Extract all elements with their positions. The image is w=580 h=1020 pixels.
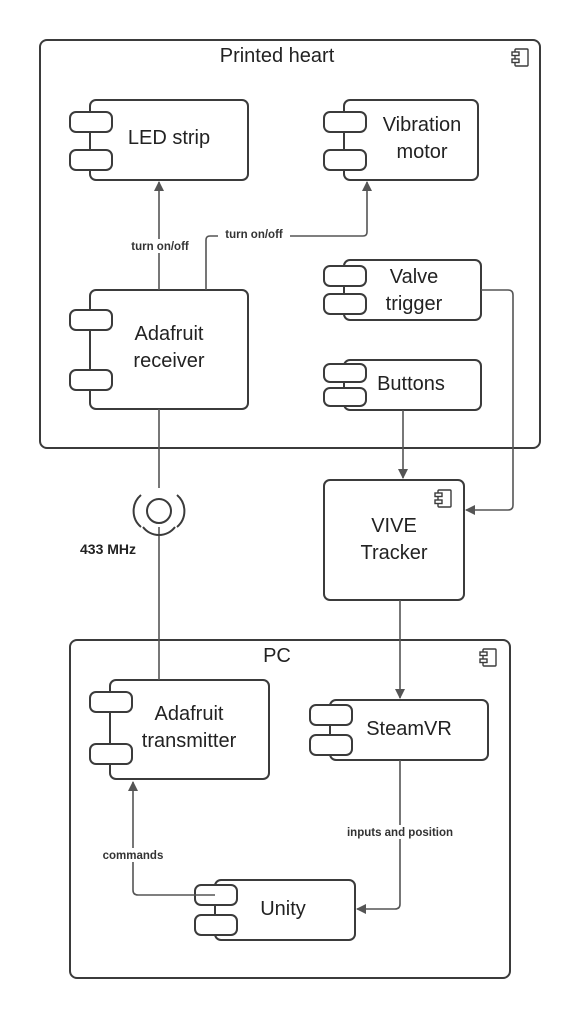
port-tab <box>323 293 367 315</box>
port-tab <box>323 387 367 407</box>
component-adafruit-transmitter: Adafruit transmitter <box>89 679 270 780</box>
component-adafruit-transmitter-label-1: Adafruit <box>155 703 224 725</box>
connector-label-commands: commands <box>103 850 164 862</box>
component-vibration-motor: Vibration motor <box>323 99 479 181</box>
component-led-strip-label: LED strip <box>128 127 210 149</box>
component-vive-tracker: VIVE Tracker <box>323 479 465 601</box>
connector-receiver-to-led: turn on/off <box>124 181 196 290</box>
component-led-strip: LED strip <box>69 99 249 181</box>
component-vive-tracker-label-1: VIVE <box>371 515 417 537</box>
connector-label-inputs-and-position: inputs and position <box>347 827 453 839</box>
port-tab <box>194 914 238 936</box>
port-tab <box>323 149 367 171</box>
component-unity-label: Unity <box>260 898 306 920</box>
port-tab <box>69 369 113 391</box>
component-valve-trigger: Valve trigger <box>323 259 482 321</box>
port-tab <box>89 743 133 765</box>
component-adafruit-transmitter-label-2: transmitter <box>142 730 237 752</box>
component-unity: Unity <box>194 879 356 941</box>
frame-printed-heart-title: Printed heart <box>220 45 335 67</box>
component-adafruit-receiver-label-1: Adafruit <box>135 323 204 345</box>
component-adafruit-receiver-label-2: receiver <box>133 350 204 372</box>
component-icon <box>479 648 497 667</box>
port-tab <box>69 309 113 331</box>
component-valve-trigger-label-2: trigger <box>386 293 443 315</box>
component-icon <box>434 489 452 508</box>
port-tab <box>309 704 353 726</box>
component-adafruit-receiver: Adafruit receiver <box>69 289 249 410</box>
connector-unity-to-transmitter: commands <box>96 781 215 896</box>
connector-label-turn-on-off-led: turn on/off <box>131 241 189 253</box>
connector-valve-to-vive <box>465 289 514 515</box>
port-tab <box>323 265 367 287</box>
radio-frequency-label: 433 MHz <box>80 541 136 557</box>
component-icon <box>511 48 529 67</box>
frame-pc-title: PC <box>263 645 291 667</box>
connector-steamvr-to-unity: inputs and position <box>338 760 464 914</box>
port-tab <box>69 111 113 133</box>
port-tab <box>309 734 353 756</box>
port-tab <box>89 691 133 713</box>
component-valve-trigger-label-1: Valve <box>390 266 439 288</box>
port-tab <box>69 149 113 171</box>
connector-label-turn-on-off-vibration: turn on/off <box>225 229 283 241</box>
component-steamvr-label: SteamVR <box>366 718 452 740</box>
connector-receiver-to-vibration: turn on/off <box>205 181 372 290</box>
connector-radio-link: 433 MHz <box>80 409 186 680</box>
component-vibration-motor-label-2: motor <box>396 141 447 163</box>
component-vive-tracker-label-2: Tracker <box>360 542 427 564</box>
component-buttons-label: Buttons <box>377 373 445 395</box>
port-tab <box>323 363 367 383</box>
component-buttons: Buttons <box>323 359 482 411</box>
component-vibration-motor-label-1: Vibration <box>383 114 462 136</box>
component-steamvr: SteamVR <box>309 699 489 761</box>
port-tab <box>323 111 367 133</box>
ball-and-socket-interface-icon <box>132 494 186 536</box>
